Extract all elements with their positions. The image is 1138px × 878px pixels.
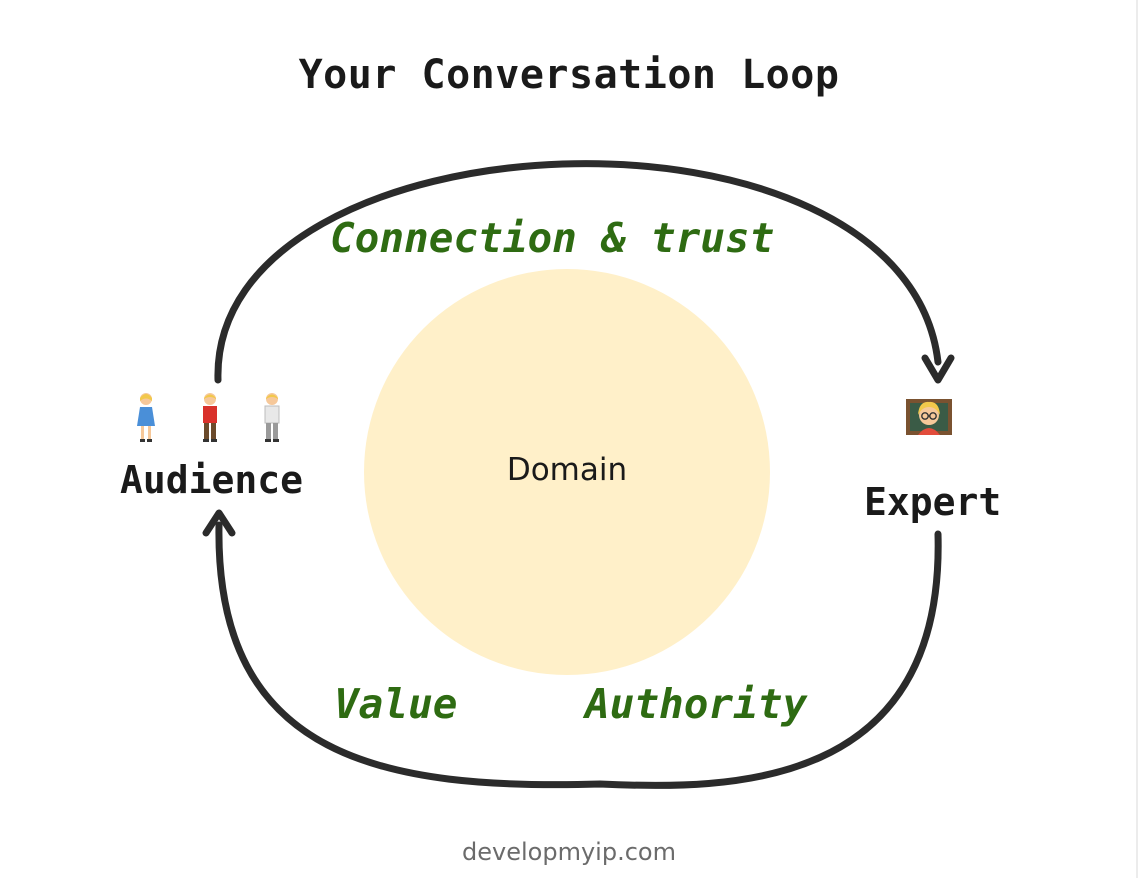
person-man-grey-icon	[264, 393, 280, 442]
diagram-title: Your Conversation Loop	[298, 52, 840, 98]
person-man-red-icon	[203, 393, 217, 442]
flow-label-value: Value	[334, 680, 458, 728]
bottom-arrow-path	[215, 521, 942, 789]
audience-label: Audience	[120, 458, 304, 502]
footer-site-credit: developmyip.com	[462, 838, 676, 866]
person-woman-icon	[137, 393, 155, 442]
domain-circle	[364, 269, 770, 675]
page-edge	[1136, 0, 1138, 878]
top-arrowhead	[921, 354, 955, 384]
flow-label-connection-trust: Connection & trust	[330, 214, 775, 262]
domain-label: Domain	[506, 452, 628, 488]
bottom-arrowhead	[202, 509, 236, 537]
teacher-icon	[906, 399, 952, 435]
people-group-icon	[137, 393, 280, 442]
expert-label: Expert	[864, 480, 1002, 524]
flow-label-authority: Authority	[585, 680, 808, 728]
top-arrow-path	[214, 160, 942, 384]
